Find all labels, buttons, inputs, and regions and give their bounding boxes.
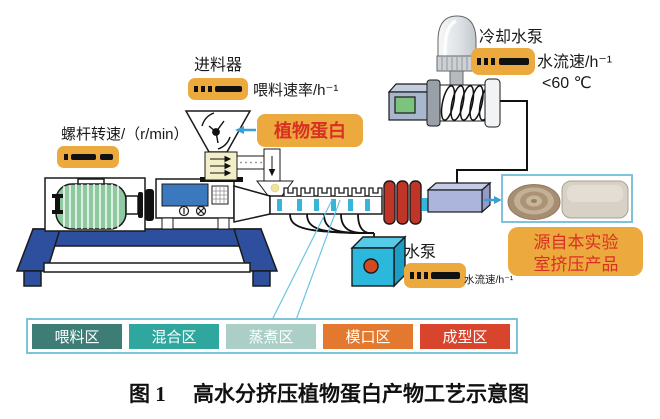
cooling-pump-label: 冷却水泵 [479,28,543,46]
screw-speed-label: 螺杆转速/（r/min） [61,126,189,143]
water-pump [350,235,407,288]
zone-forming-label: 成型区 [442,329,487,346]
feed-hopper [184,110,252,153]
water-flow-label: 水流速/h⁻¹ [464,273,514,286]
product-source-pill [508,227,643,276]
panel-keypad [211,185,229,205]
barrel-segment-joints [277,199,370,211]
cooling-flow-label: 水流速/h⁻¹ [537,53,612,71]
plant-protein-arrow [235,126,256,134]
cooling-water-pipe [456,100,528,186]
product-source-line1: 源自本实验 [534,233,619,252]
product-photo-box [501,174,633,223]
product-source-line2: 室挤压产品 [534,255,619,274]
cooler-screen [394,96,416,114]
barrel-ports [283,187,383,196]
zone-forming [420,324,510,349]
product-photo-block [561,180,629,219]
machine-stand [15,228,279,287]
plant-protein-label: 植物蛋白 [274,120,346,141]
cooling-pump-assembly [387,15,501,128]
caption-number: 图 1 [129,382,166,406]
cooling-coil [440,85,494,121]
zone-mixing-label: 混合区 [151,329,196,346]
zone-cooking-label: 蒸煮区 [248,329,293,346]
pump-port [363,258,379,274]
coupling-discs [138,189,154,221]
caption-title: 高水分挤压植物蛋白产物工艺示意图 [193,382,529,406]
control-panel [155,178,235,230]
zone-mixing [129,324,219,349]
stirrer-icon [201,112,231,150]
zone-legend: 喂料区 混合区 蒸煮区 模口区 成型区 [26,318,518,354]
zone-cooking [226,324,316,349]
product-photo-disc [507,184,561,220]
plant-protein-pill [257,114,363,147]
zone-die-label: 模口区 [345,329,390,346]
zone-pointer-lines [271,199,341,321]
water-pump-label: 水泵 [404,243,436,261]
cooling-die [426,181,492,214]
die-section [383,180,422,225]
motor-shaft-end [52,194,63,214]
die-connector [422,198,428,211]
water-injection-tubes [289,213,375,242]
cooling-temp-label: <60 ℃ [542,75,592,92]
drive-motor [44,177,154,232]
feeder-label: 进料器 [194,56,242,74]
product-arrow [484,196,502,204]
panel-dials [178,205,207,217]
extruder-barrel [233,185,383,223]
zone-die [323,324,413,349]
feeder-unit [200,148,294,198]
zone-feeding [32,324,122,349]
annotation-pills [57,48,643,288]
zone-feeding-label: 喂料区 [54,329,99,346]
feed-rate-label: 喂料速率/h⁻¹ [253,82,338,99]
panel-screen [161,183,209,207]
